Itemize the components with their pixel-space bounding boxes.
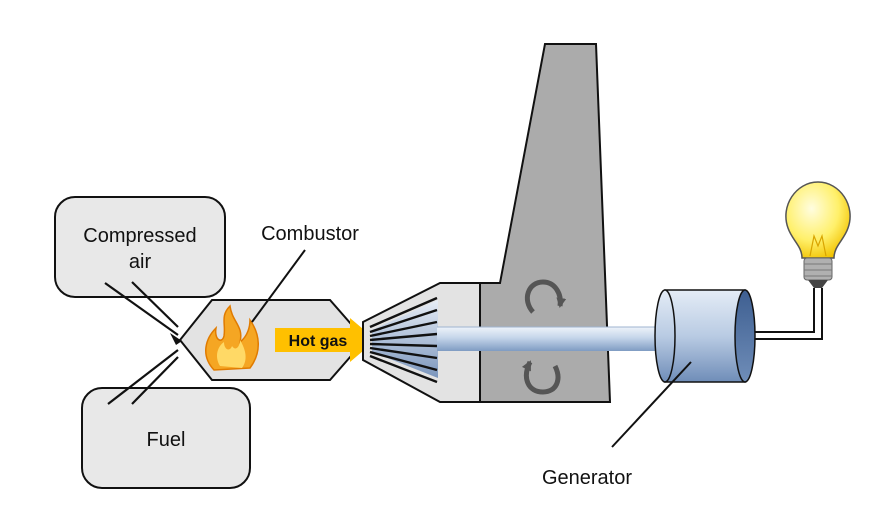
fuel-box: Fuel (81, 387, 251, 489)
turbine-shaft (437, 326, 659, 351)
hot-gas-arrow: Hot gas (275, 318, 376, 362)
hot-gas-label: Hot gas (289, 333, 348, 350)
fuel-label: Fuel (147, 429, 186, 451)
combustor-label: Combustor (261, 223, 359, 245)
exhaust-stack (479, 43, 612, 403)
compressed-air-box: Compressed air (54, 196, 226, 298)
compressed-air-label-line2: air (129, 251, 152, 273)
turbine-blades (362, 282, 481, 403)
bulb-wires (755, 288, 823, 340)
generator-label: Generator (542, 467, 632, 489)
generator-leader-line (611, 361, 692, 448)
generator (654, 289, 756, 383)
light-bulb-icon (785, 181, 851, 288)
combustor-leader-line (251, 249, 306, 323)
compressed-air-label: Compressed (83, 225, 196, 247)
inlet-arrows (104, 281, 182, 405)
rotation-arrows-icon (521, 279, 567, 395)
flame-icon (205, 304, 259, 371)
